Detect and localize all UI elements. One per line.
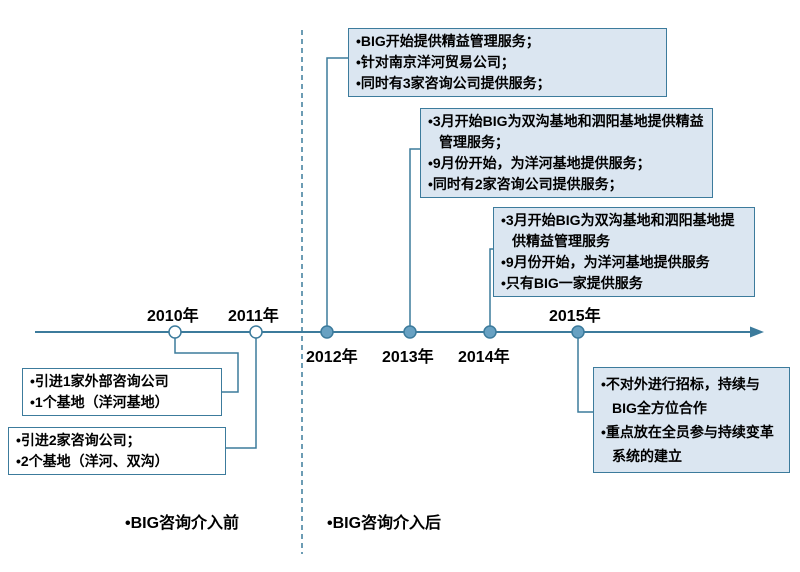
connector-2013 bbox=[409, 148, 420, 326]
callout-2015: •不对外进行招标，持续与BIG全方位合作 •重点放在全员参与持续变革系统的建立 bbox=[593, 367, 790, 473]
year-label-2013: 2013年 bbox=[382, 349, 434, 366]
timeline-node-2013 bbox=[403, 325, 417, 339]
year-label-2011: 2011年 bbox=[228, 308, 279, 325]
callout-2014: •3月开始BIG为双沟基地和泗阳基地提供精益管理服务 •9月份开始，为洋河基地提… bbox=[493, 207, 755, 297]
callout-line: •9月份开始，为洋河基地提供服务 bbox=[501, 254, 710, 270]
year-label-2012: 2012年 bbox=[306, 349, 358, 366]
timeline-node-2011 bbox=[249, 325, 263, 339]
callout-line: •引进1家外部咨询公司 bbox=[30, 373, 169, 389]
connector-2011 bbox=[226, 338, 257, 449]
callout-line: •引进2家咨询公司； bbox=[16, 432, 141, 448]
timeline-node-2014 bbox=[483, 325, 497, 339]
callout-line: •9月份开始，为洋河基地提供服务； bbox=[428, 155, 651, 171]
year-label-2014: 2014年 bbox=[458, 349, 510, 366]
callout-2012: •BIG开始提供精益管理服务； •针对南京洋河贸易公司； •同时有3家咨询公司提… bbox=[348, 28, 667, 97]
timeline-node-2012 bbox=[320, 325, 334, 339]
callout-line: •不对外进行招标，持续与BIG全方位合作 bbox=[601, 376, 760, 416]
year-label-2010: 2010年 bbox=[147, 308, 199, 325]
callout-line: •BIG开始提供精益管理服务； bbox=[356, 33, 540, 49]
callout-line: •3月开始BIG为双沟基地和泗阳基地提供精益管理服务； bbox=[428, 113, 704, 150]
connector-2014 bbox=[489, 248, 493, 326]
callout-line: •只有BIG一家提供服务 bbox=[501, 275, 643, 291]
phase-label-after: •BIG咨询介入后 bbox=[327, 515, 442, 532]
callout-line: •3月开始BIG为双沟基地和泗阳基地提供精益管理服务 bbox=[501, 212, 735, 249]
phase-label-before: •BIG咨询介入前 bbox=[125, 515, 240, 532]
callout-line: •重点放在全员参与持续变革系统的建立 bbox=[601, 424, 774, 464]
year-label-2015: 2015年 bbox=[549, 308, 601, 325]
callout-line: •同时有3家咨询公司提供服务； bbox=[356, 75, 551, 91]
callout-2013: •3月开始BIG为双沟基地和泗阳基地提供精益管理服务； •9月份开始，为洋河基地… bbox=[420, 108, 713, 198]
callout-2011: •引进2家咨询公司； •2个基地（洋河、双沟） bbox=[8, 427, 226, 475]
connector-2015 bbox=[577, 338, 593, 413]
callout-2010: •引进1家外部咨询公司 •1个基地（洋河基地） bbox=[22, 368, 222, 416]
callout-line: •1个基地（洋河基地） bbox=[30, 394, 169, 410]
callout-line: •同时有2家咨询公司提供服务； bbox=[428, 176, 623, 192]
timeline-arrowhead-icon bbox=[750, 326, 764, 338]
callout-line: •2个基地（洋河、双沟） bbox=[16, 453, 169, 469]
timeline-node-2015 bbox=[571, 325, 585, 339]
connector-2012 bbox=[326, 57, 348, 326]
timeline-node-2010 bbox=[168, 325, 182, 339]
callout-line: •针对南京洋河贸易公司； bbox=[356, 54, 515, 70]
connector-2010 bbox=[174, 338, 239, 393]
